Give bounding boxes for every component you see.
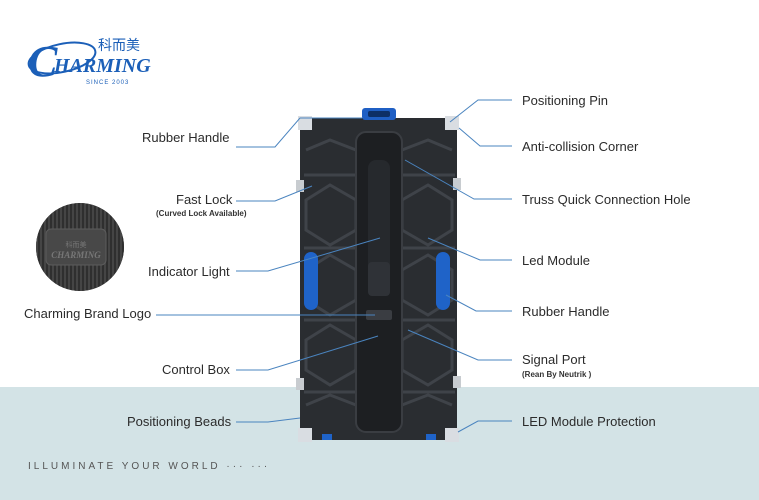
- led-cabinet: [296, 108, 461, 442]
- label-fast-lock-sub: (Curved Lock Available): [156, 209, 247, 218]
- label-truss-hole: Truss Quick Connection Hole: [522, 192, 691, 207]
- label-rubber-handle-right: Rubber Handle: [522, 304, 610, 319]
- logo-since: SINCE 2003: [86, 80, 129, 86]
- label-control-box: Control Box: [162, 362, 230, 377]
- label-rubber-handle-top: Rubber Handle: [142, 130, 230, 145]
- label-signal-port-sub: (Rean By Neutrik ): [522, 370, 592, 379]
- callout-lines: [156, 99, 512, 433]
- left-rubber-handle: [304, 252, 318, 310]
- corner-bottom-left: [298, 428, 312, 442]
- label-signal-port: Signal Port: [522, 352, 586, 367]
- logo-name: HARMING: [53, 55, 151, 77]
- label-indicator-light: Indicator Light: [148, 264, 230, 279]
- label-positioning-beads: Positioning Beads: [127, 414, 232, 429]
- corner-top-right: [445, 116, 459, 130]
- corner-bottom-right: [445, 428, 459, 442]
- corner-top-left: [298, 116, 312, 130]
- label-anti-collision: Anti-collision Corner: [522, 139, 639, 154]
- inset-name: CHARMING: [51, 250, 101, 260]
- charming-logo: C HARMING 科而美 SINCE 2003: [26, 30, 176, 90]
- right-rubber-handle: [436, 252, 450, 310]
- tagline: ILLUMINATE YOUR WORLD ··· ···: [28, 461, 271, 472]
- brand-logo-closeup: 科而美 CHARMING: [36, 203, 124, 291]
- inset-chinese: 科而美: [66, 240, 87, 249]
- label-module-protection: LED Module Protection: [522, 414, 656, 429]
- label-brand-logo: Charming Brand Logo: [24, 306, 152, 321]
- label-led-module: Led Module: [522, 253, 590, 268]
- label-fast-lock: Fast Lock: [176, 192, 233, 207]
- label-positioning-pin: Positioning Pin: [522, 93, 608, 108]
- logo-chinese: 科而美: [98, 38, 140, 54]
- logo-initial: C: [28, 37, 58, 86]
